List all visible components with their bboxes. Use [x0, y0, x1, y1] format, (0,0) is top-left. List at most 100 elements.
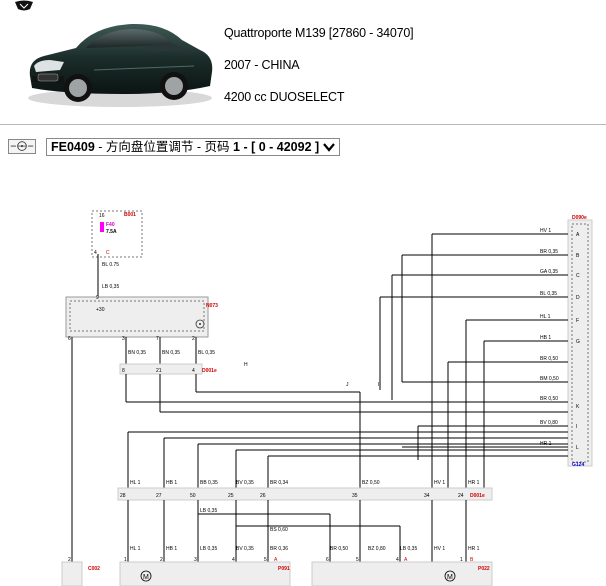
svg-text:D: D — [576, 295, 580, 301]
wire-label: BM 0,50 — [540, 376, 559, 382]
svg-text:F: F — [576, 318, 579, 324]
svg-text:K: K — [576, 404, 580, 410]
page-value: 1 - [ 0 - 42092 ] — [233, 140, 320, 154]
wire-label: LB 0,35 — [102, 284, 119, 290]
svg-text:35: 35 — [352, 493, 358, 499]
wire-label: HR 1 — [468, 546, 480, 552]
svg-text:16: 16 — [99, 213, 105, 219]
module-outline — [65, 296, 209, 338]
svg-text:2: 2 — [68, 557, 71, 563]
header-divider — [0, 124, 606, 125]
wire-label: HR 1 — [540, 441, 552, 447]
wire-label: HL 1 — [540, 314, 551, 320]
svg-text:M: M — [447, 574, 453, 581]
motor-label: P091 — [278, 566, 290, 572]
vehicle-engine: 4200 cc DUOSELECT — [224, 90, 345, 104]
function-code: FE0409 — [51, 140, 95, 154]
svg-text:5: 5 — [264, 557, 267, 563]
svg-text:J: J — [346, 382, 349, 388]
svg-text:B: B — [576, 253, 580, 259]
wire-label: HL 1 — [130, 546, 141, 552]
svg-text:7: 7 — [156, 336, 159, 342]
wire-label: LB 0,35 — [400, 546, 417, 552]
svg-text:9: 9 — [96, 295, 99, 301]
svg-text:28: 28 — [120, 493, 126, 499]
svg-text:27: 27 — [156, 493, 162, 499]
steering-wheel-icon[interactable] — [8, 139, 36, 154]
svg-text:34: 34 — [424, 493, 430, 499]
svg-text:6: 6 — [68, 336, 71, 342]
wire-label: HV 1 — [540, 228, 551, 234]
connector-label: D001e — [202, 368, 217, 374]
svg-text:A: A — [274, 557, 278, 563]
wire-label: BZ 0,80 — [368, 546, 386, 552]
wire-label: BR 0,50 — [540, 396, 558, 402]
wire-label: LB 0,35 — [200, 546, 217, 552]
svg-text:+30: +30 — [96, 307, 105, 313]
svg-text:2: 2 — [192, 336, 195, 342]
wire-label: BL 0,35 — [198, 350, 215, 356]
connector-label: G124 — [572, 462, 584, 468]
motor-icon-1: M — [140, 570, 152, 582]
module-label: N073 — [206, 303, 218, 309]
wire-label: GA 0,35 — [540, 269, 558, 275]
wire-label: BS 0,60 — [270, 527, 288, 533]
vehicle-photo — [28, 23, 213, 107]
page-select[interactable]: FE0409 - 方向盘位置调节 - 页码 1 - [ 0 - 42092 ] — [46, 138, 341, 156]
svg-text:H: H — [244, 362, 248, 368]
fuse-box-outline — [91, 210, 143, 258]
svg-text:I: I — [576, 424, 577, 430]
module-gear-icon — [195, 319, 205, 329]
svg-text:1: 1 — [460, 557, 463, 563]
svg-text:8: 8 — [122, 368, 125, 374]
wire-label: LB 0,35 — [200, 508, 217, 514]
svg-text:5: 5 — [356, 557, 359, 563]
wire-label: BV 0,80 — [540, 420, 558, 426]
vehicle-header: Quattroporte M139 [27860 - 34070] 2007 -… — [0, 0, 606, 122]
fuse-box-label: B001 — [124, 212, 136, 218]
wiring-diagram: M M B001 16 F40 7.5A 4 C BL 0.75 LB 0,35… — [61, 210, 593, 586]
svg-text:4: 4 — [396, 557, 399, 563]
svg-text:C: C — [106, 250, 110, 256]
wire-label: BR 0,35 — [540, 249, 558, 255]
connector-label: C002 — [88, 566, 100, 572]
svg-text:25: 25 — [228, 493, 234, 499]
vehicle-year-market: 2007 - CHINA — [224, 58, 300, 72]
svg-text:21: 21 — [156, 368, 162, 374]
svg-text:G: G — [576, 339, 580, 345]
svg-text:4: 4 — [94, 250, 97, 256]
svg-text:4: 4 — [192, 368, 195, 374]
connector-label: D001e — [470, 493, 485, 499]
wire-label: HV 1 — [434, 480, 445, 486]
svg-text:I: I — [378, 382, 379, 388]
wire-label: BB 0,35 — [200, 480, 218, 486]
wire-label: HB 1 — [540, 335, 551, 341]
motor-label: P022 — [478, 566, 490, 572]
wire-label: BR 0,34 — [270, 480, 288, 486]
svg-text:3: 3 — [122, 336, 125, 342]
wire-label: BR 0,36 — [270, 546, 288, 552]
svg-text:A: A — [404, 557, 408, 563]
svg-text:1: 1 — [124, 557, 127, 563]
connector-label: D090e — [572, 215, 587, 221]
wire-label: HV 1 — [434, 546, 445, 552]
wire-label: BL 0,35 — [540, 291, 557, 297]
fuse-icon — [100, 222, 104, 232]
svg-text:B: B — [470, 557, 474, 563]
svg-text:24: 24 — [458, 493, 464, 499]
wire-label: BR 0,50 — [330, 546, 348, 552]
wire-label: BV 0,35 — [236, 546, 254, 552]
wire-label: BZ 0,50 — [362, 480, 380, 486]
wire-label: BN 0,35 — [128, 350, 146, 356]
wire-label: HL 1 — [130, 480, 141, 486]
vehicle-model: Quattroporte M139 [27860 - 34070] — [224, 26, 414, 40]
motor-icon-2: M — [444, 570, 456, 582]
fuse-rating: 7.5A — [106, 229, 117, 235]
svg-text:4: 4 — [232, 557, 235, 563]
svg-text:50: 50 — [190, 493, 196, 499]
page-label: 页码 — [204, 140, 230, 154]
svg-text:A: A — [576, 232, 580, 238]
wire-label: BV 0,35 — [236, 480, 254, 486]
svg-text:26: 26 — [260, 493, 266, 499]
svg-text:L: L — [576, 445, 579, 451]
